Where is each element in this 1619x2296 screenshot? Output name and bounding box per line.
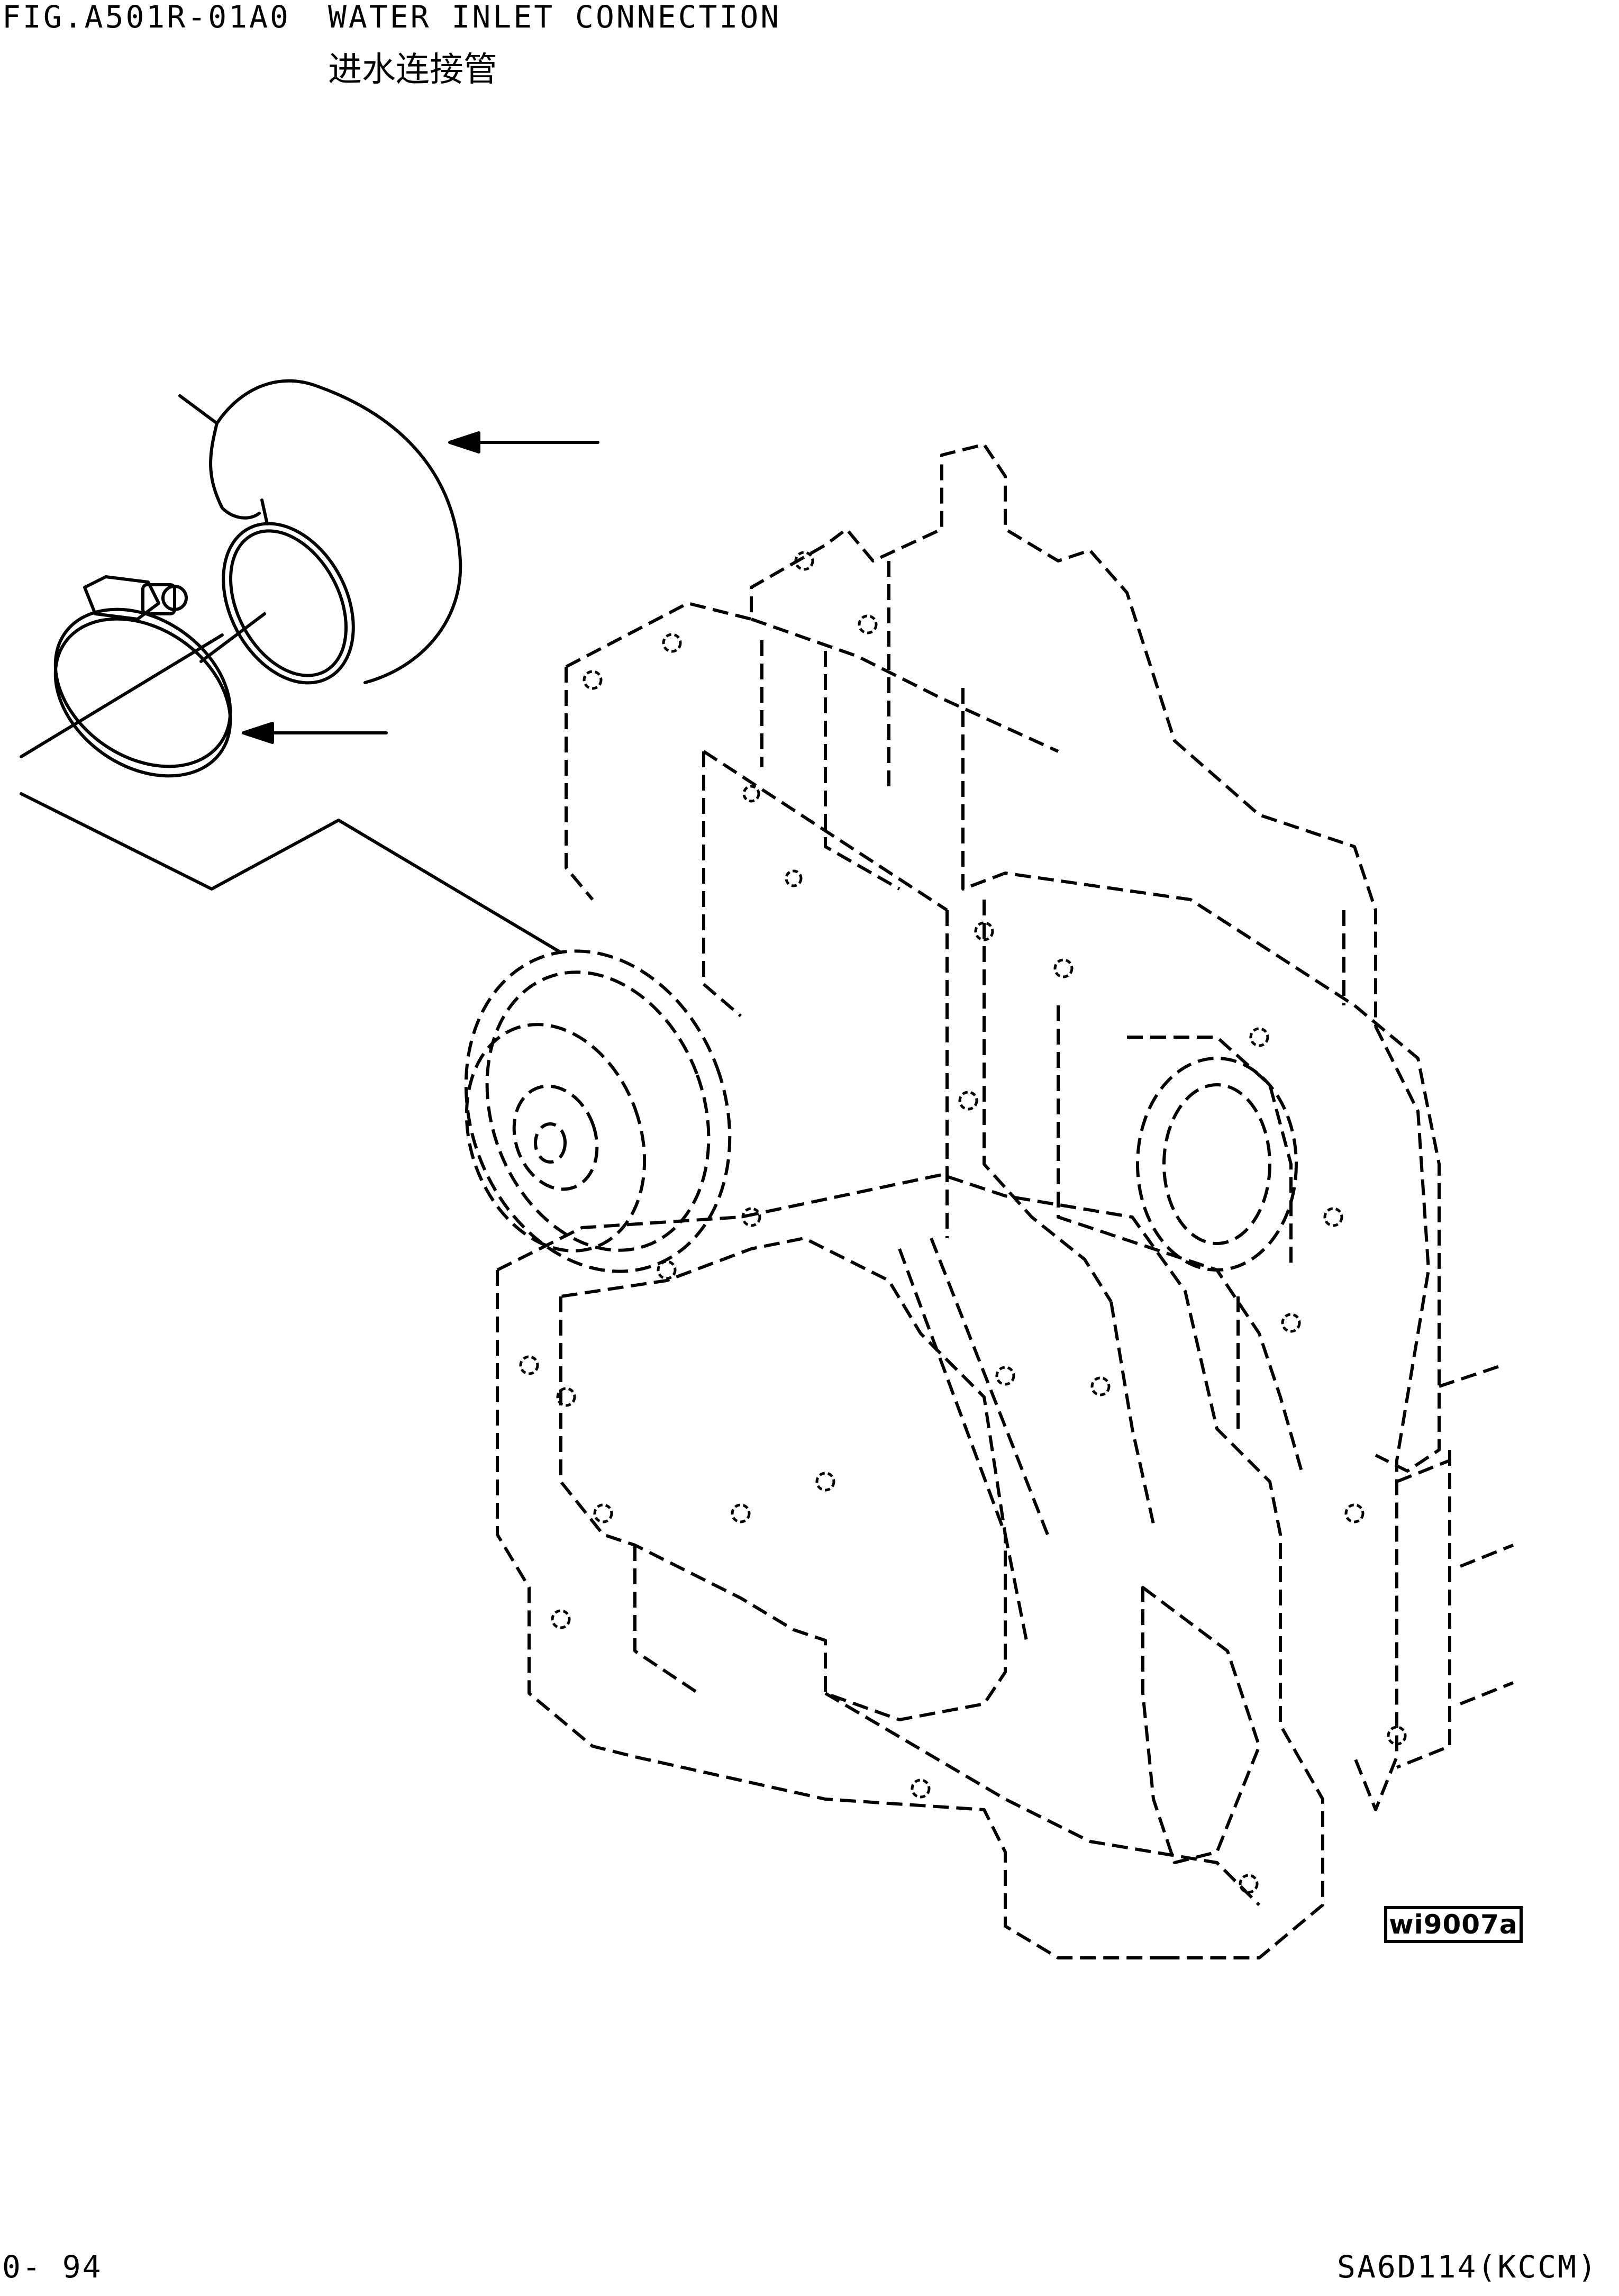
- figure-code: FIG.A501R-01A0: [2, 0, 290, 35]
- pointer-arrow-icon: [242, 431, 599, 744]
- drawing-reference-label: wi9007a: [1384, 1906, 1523, 1943]
- page-number: 0- 94: [2, 2249, 103, 2285]
- hose-icon: [178, 379, 462, 685]
- model-code: SA6D114(KCCM): [1337, 2249, 1598, 2285]
- figure-title: WATER INLET CONNECTION: [328, 0, 781, 35]
- figure-title-chinese: 进水连接管: [328, 50, 497, 89]
- engine-block-icon: [464, 443, 1514, 1959]
- hose-clamp-icon: [53, 575, 232, 778]
